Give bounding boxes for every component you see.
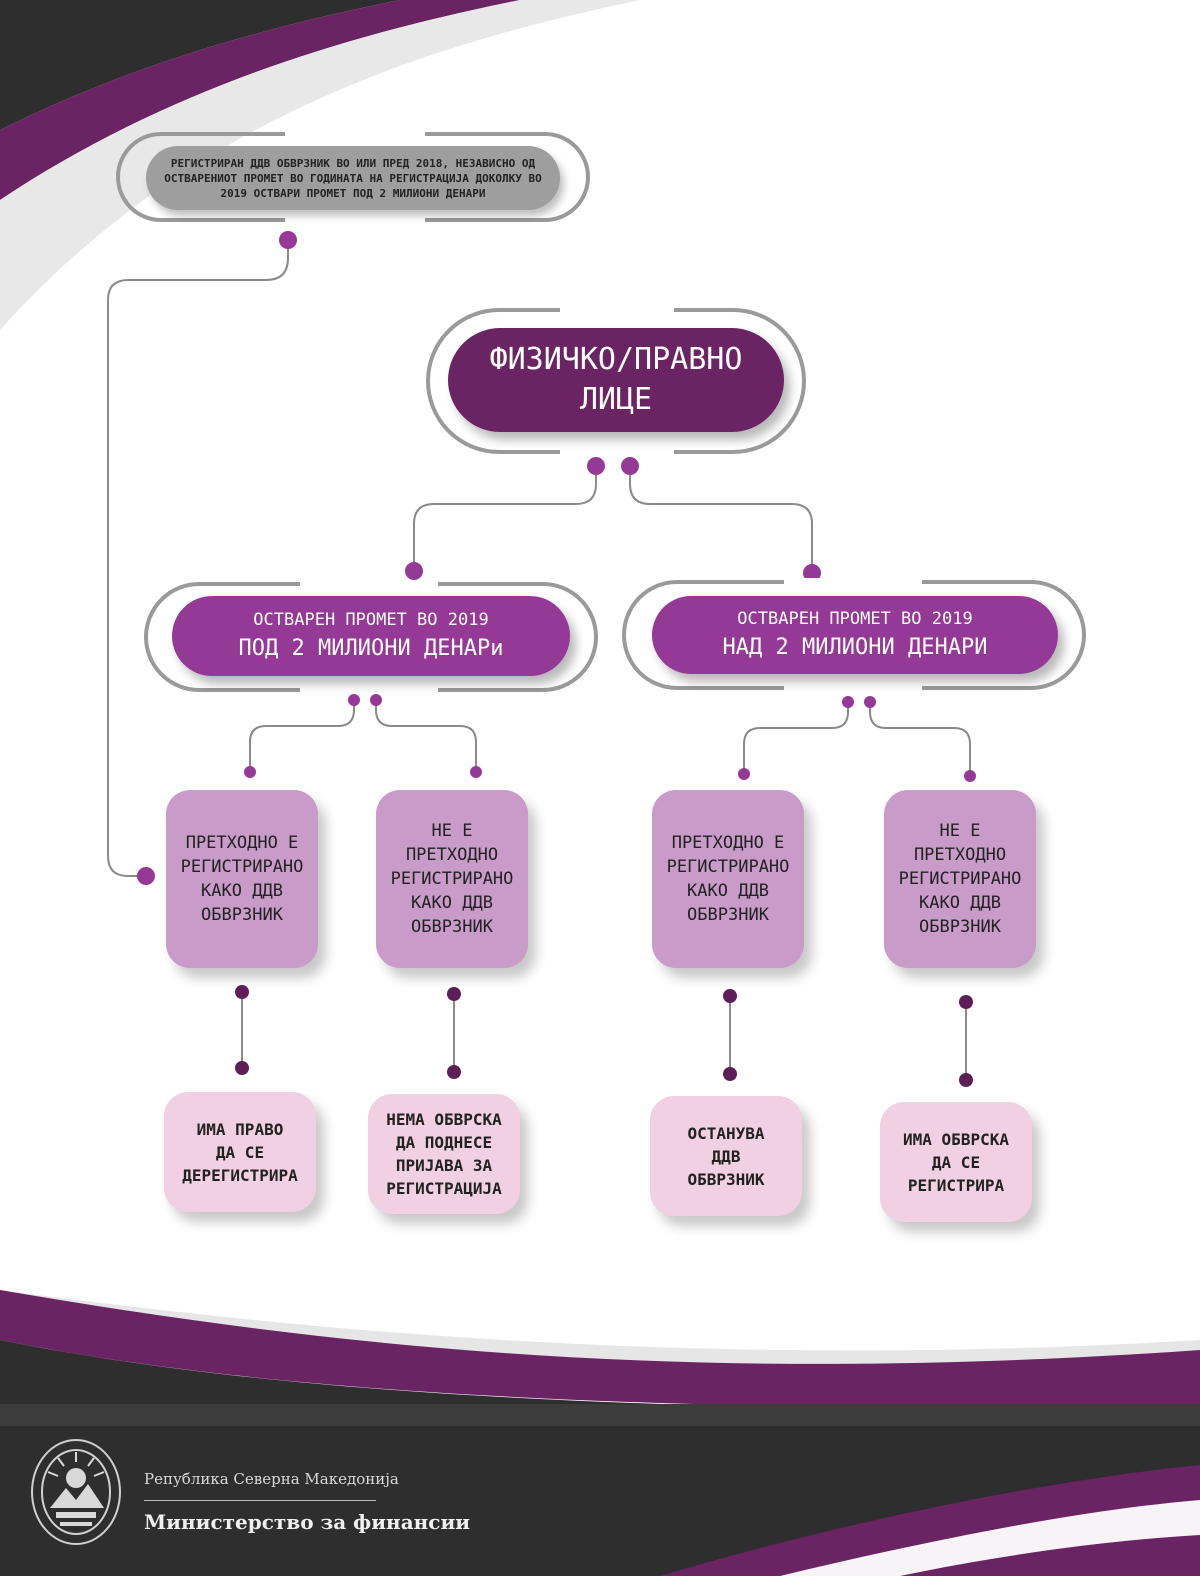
- condition-line: ОБВРЗНИК: [919, 917, 1001, 937]
- top-note-line: ОСТВАРЕНИОТ ПРОМЕТ ВО ГОДИНАТА НА РЕГИСТ…: [164, 171, 542, 185]
- outcome-line: ОБВРЗНИК: [687, 1169, 765, 1189]
- condition-line: ПРЕТХОДНО: [913, 845, 1007, 865]
- branch-right-line2: НАД 2 МИЛИОНИ ДЕНАРИ: [722, 635, 988, 660]
- outcome-line: ИМА ОБВРСКА: [903, 1129, 1009, 1149]
- top-note-pill: РЕГИСТРИРАН ДДВ ОБВРЗНИК ВО ИЛИ ПРЕД 201…: [146, 146, 560, 210]
- outcome-line: НЕМА ОБВРСКА: [386, 1110, 502, 1129]
- outline-gap: [300, 580, 438, 588]
- outcome-line: ИМА ПРАВО: [196, 1119, 284, 1139]
- outcome-line: РЕГИСТРАЦИЈА: [386, 1179, 502, 1198]
- branch-left-line1: ОСТВАРЕН ПРОМЕТ ВО 2019: [253, 610, 489, 630]
- condition-line: РЕГИСТРИРАНО: [898, 869, 1022, 889]
- outcome-line: ДЕРЕГИСТРИРА: [182, 1165, 298, 1185]
- outcome-line: РЕГИСТРИРА: [907, 1175, 1005, 1195]
- condition-line: ОБВРЗНИК: [411, 917, 493, 937]
- branch-right-line1: ОСТВАРЕН ПРОМЕТ ВО 2019: [737, 609, 973, 629]
- outcome-line: ДА ПОДНЕСЕ: [395, 1133, 493, 1152]
- outcome-box: ИМА ОБВРСКА ДА СЕ РЕГИСТРИРА: [880, 1102, 1032, 1222]
- top-note-line: 2019 ОСТВАРИ ПРОМЕТ ПОД 2 МИЛИОНИ ДЕНАРИ: [220, 186, 486, 200]
- condition-box: НЕ Е ПРЕТХОДНО РЕГИСТРИРАНО КАКО ДДВ ОБВ…: [376, 790, 528, 968]
- condition-line: ПРЕТХОДНО Е: [185, 833, 299, 853]
- outline-gap: [300, 686, 438, 694]
- footer-ministry: Министерство за финансии: [144, 1510, 471, 1534]
- outcome-line: ОСТАНУВА: [687, 1123, 765, 1143]
- outcome-line: ДА СЕ: [215, 1142, 265, 1162]
- outcome-line: ПРИЈАВА ЗА: [395, 1156, 493, 1175]
- condition-line: ПРЕТХОДНО: [405, 845, 499, 865]
- condition-line: НЕ Е: [939, 821, 981, 841]
- footer-divider: [144, 1500, 376, 1501]
- outcome-box: ИМА ПРАВО ДА СЕ ДЕРЕГИСТРИРА: [164, 1092, 316, 1212]
- condition-line: КАКО ДДВ: [411, 893, 493, 913]
- condition-line: РЕГИСТРИРАНО: [666, 857, 790, 877]
- condition-box: НЕ Е ПРЕТХОДНО РЕГИСТРИРАНО КАКО ДДВ ОБВ…: [884, 790, 1036, 968]
- top-note-line: РЕГИСТРИРАН ДДВ ОБВРЗНИК ВО ИЛИ ПРЕД 201…: [170, 156, 536, 170]
- condition-line: РЕГИСТРИРАНО: [390, 869, 514, 889]
- condition-line: ОБВРЗНИК: [687, 905, 769, 925]
- outline-gap: [784, 578, 922, 586]
- outline-gap: [285, 216, 425, 224]
- outcome-line: ДА СЕ: [931, 1152, 981, 1172]
- condition-line: КАКО ДДВ: [687, 881, 769, 901]
- branch-left-line2: ПОД 2 МИЛИОНИ ДЕНАРи: [238, 636, 504, 661]
- outline-gap: [784, 684, 922, 692]
- outcome-box: ОСТАНУВА ДДВ ОБВРЗНИК: [650, 1096, 802, 1216]
- condition-line: ПРЕТХОДНО Е: [671, 833, 785, 853]
- root-title-line: ФИЗИЧКО/ПРАВНО: [489, 342, 743, 377]
- footer-country: Република Северна Македонија: [144, 1470, 399, 1488]
- outline-gap: [285, 130, 425, 138]
- outline-gap: [560, 448, 674, 456]
- condition-line: РЕГИСТРИРАНО: [180, 857, 304, 877]
- outcome-line: ДДВ: [711, 1146, 741, 1166]
- condition-line: КАКО ДДВ: [919, 893, 1001, 913]
- condition-line: ОБВРЗНИК: [201, 905, 283, 925]
- condition-box: ПРЕТХОДНО Е РЕГИСТРИРАНО КАКО ДДВ ОБВРЗН…: [652, 790, 804, 968]
- condition-line: КАКО ДДВ: [201, 881, 283, 901]
- outcome-box: НЕМА ОБВРСКА ДА ПОДНЕСЕ ПРИЈАВА ЗА РЕГИС…: [368, 1094, 520, 1214]
- outline-gap: [560, 306, 674, 314]
- branch-right-node: ОСТВАРЕН ПРОМЕТ ВО 2019 НАД 2 МИЛИОНИ ДЕ…: [652, 596, 1058, 674]
- condition-box: ПРЕТХОДНО Е РЕГИСТРИРАНО КАКО ДДВ ОБВРЗН…: [166, 790, 318, 968]
- root-title-line: ЛИЦЕ: [579, 382, 653, 417]
- condition-line: НЕ Е: [431, 821, 473, 841]
- root-node: ФИЗИЧКО/ПРАВНО ЛИЦЕ: [448, 328, 784, 432]
- branch-left-node: ОСТВАРЕН ПРОМЕТ ВО 2019 ПОД 2 МИЛИОНИ ДЕ…: [172, 596, 570, 676]
